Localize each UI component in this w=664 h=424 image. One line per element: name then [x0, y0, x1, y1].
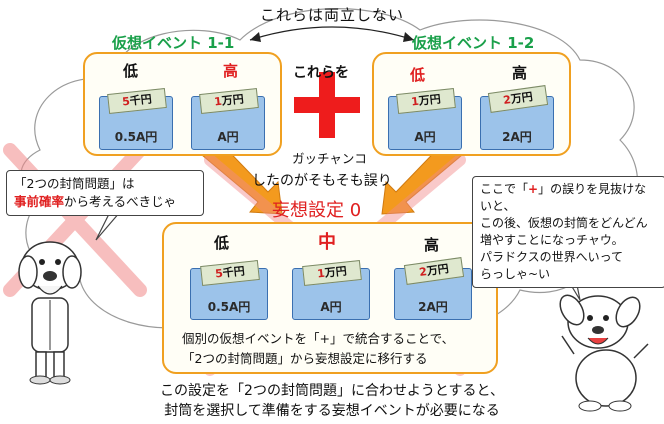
combine-label: これらを — [293, 65, 349, 81]
setting0-high-bill: 2万円 — [403, 257, 465, 285]
event2-low-label: 低 — [410, 66, 426, 84]
right-bubble-line5: らっしゃ~い — [480, 267, 551, 281]
left-speech-bubble: 「2つの封筒問題」は 事前確率から考えるべきじゃ — [6, 170, 204, 216]
event2-high-envelope: 2万円 2A円 — [480, 85, 554, 150]
event1-high-bill: 1万円 — [199, 88, 259, 114]
event2-high-label: 高 — [512, 64, 528, 82]
setting0-panel: 低 中 高 5千円 0.5A円 1万円 A円 2万円 2A円 個別の仮想イベント… — [162, 222, 498, 374]
setting0-high-label: 高 — [424, 236, 440, 254]
setting0-low-bill: 5千円 — [200, 260, 260, 286]
event2-panel: 低 高 1万円 A円 2万円 2A円 — [372, 52, 571, 156]
conflict-arrow-right-head — [403, 32, 414, 42]
setting0-mid-env-label: A円 — [320, 300, 342, 314]
event2-high-bill: 2万円 — [487, 85, 549, 113]
event1-title: 仮想イベント 1-1 — [112, 34, 235, 52]
setting0-caption-line2: 「2つの封筒問題」から妄想設定に移行する — [182, 351, 428, 366]
setting0-low-label: 低 — [214, 234, 230, 252]
setting0-mid-label: 中 — [318, 232, 336, 253]
left-bubble-line1: 「2つの封筒問題」は — [14, 176, 135, 191]
event1-low-env-label: 0.5A円 — [114, 130, 158, 144]
event1-high-env-label: A円 — [217, 130, 239, 144]
mistake-label: したのがそもそも誤り — [252, 173, 392, 189]
event1-low-label: 低 — [123, 62, 139, 80]
setting0-caption-line1: 個別の仮想イベントを「+」で統合することで、 — [182, 331, 455, 346]
right-speech-bubble: ここで「+」の誤りを見抜けないと、 この後、仮想の封筒をどんどん 増やすことにな… — [472, 176, 664, 288]
right-bubble-line2: この後、仮想の封筒をどんどん — [480, 216, 648, 230]
event2-low-bill: 1万円 — [396, 88, 456, 114]
plus-sign-v — [319, 72, 335, 138]
conflict-label: これらは両立しない — [259, 6, 404, 24]
event2-low-env-label: A円 — [414, 130, 436, 144]
professor-dog-illustration — [18, 241, 82, 385]
left-bubble-tail — [95, 211, 122, 241]
bottom-line2: 封筒を選択して準備をする妄想イベントが必要になる — [164, 403, 500, 419]
right-bubble-line4: パラドクスの世界へいって — [480, 250, 624, 264]
left-bubble-line2: 事前確率から考えるべきじゃ — [14, 194, 177, 209]
event2-high-env-label: 2A円 — [502, 130, 532, 144]
conflict-arrow-left-head — [250, 32, 261, 42]
right-bubble-line3: 増やすことになっチャウ。 — [480, 233, 624, 247]
event1-high-envelope: 1万円 A円 — [191, 88, 265, 150]
right-bubble-line1: ここで「+」の誤りを見抜けないと、 — [480, 182, 647, 213]
event2-title: 仮想イベント 1-2 — [412, 34, 535, 52]
setting0-low-envelope: 5千円 0.5A円 — [190, 260, 268, 320]
setting0-low-env-label: 0.5A円 — [207, 300, 251, 314]
playful-dog-illustration — [559, 294, 649, 412]
setting0-mid-envelope: 1万円 A円 — [292, 260, 370, 320]
event1-low-bill: 5千円 — [107, 88, 167, 114]
event1-low-envelope: 5千円 0.5A円 — [99, 88, 173, 150]
bottom-line1: この設定を「2つの封筒問題」に合わせようとすると、 — [160, 383, 504, 399]
event2-low-envelope: 1万円 A円 — [388, 88, 462, 150]
setting0-high-envelope: 2万円 2A円 — [394, 257, 472, 320]
event1-panel: 低 高 5千円 0.5A円 1万円 A円 — [83, 52, 282, 156]
conflict-arrow — [249, 26, 415, 41]
event1-high-label: 高 — [223, 62, 239, 80]
gacchanko-label: ガッチャンコ — [292, 151, 367, 166]
setting0-mid-bill: 1万円 — [302, 260, 362, 286]
setting-title: 妄想設定 0 — [272, 200, 362, 221]
setting0-high-env-label: 2A円 — [418, 300, 448, 314]
